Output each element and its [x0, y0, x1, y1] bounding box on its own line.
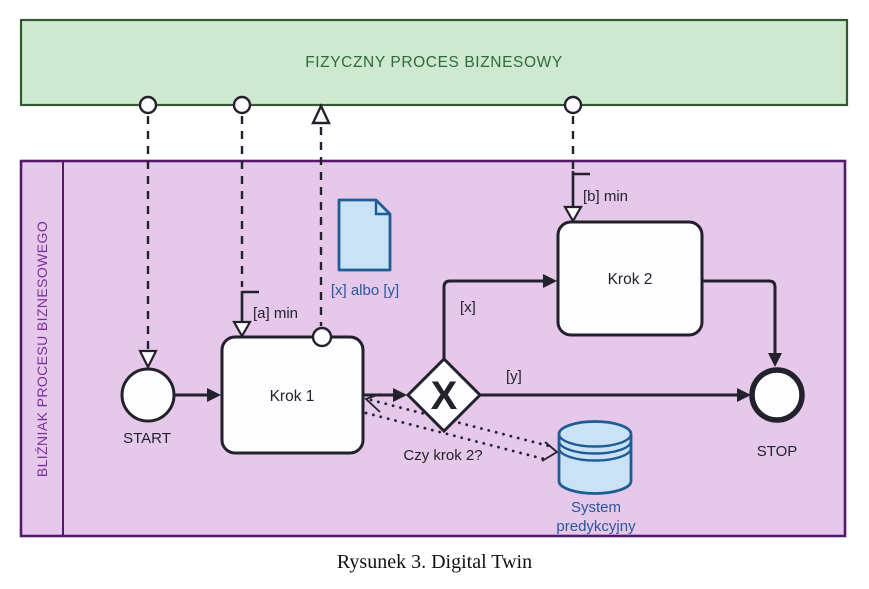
flow-krok1-gateway-arrowhead-icon	[393, 388, 407, 402]
physical-pool-title: FIZYCZNY PROCES BIZNESOWY	[305, 54, 563, 71]
physical-process-pool: FIZYCZNY PROCES BIZNESOWY	[19, 18, 849, 107]
gateway-diamond	[405, 356, 483, 434]
twin-pool-box	[19, 159, 847, 538]
flow-start-krok1-arrowhead-icon	[207, 388, 221, 402]
b-min-connector: [b] min	[563, 171, 628, 224]
task-krok1: Krok 1	[220, 326, 365, 455]
dotted-association	[364, 393, 559, 462]
association-open-arrow-right-icon	[541, 441, 559, 462]
x-branch-label: [x]	[460, 299, 476, 316]
datastore-label-line2: predykcyjny	[556, 518, 636, 535]
start-event-circle	[120, 367, 176, 423]
start-label: START	[123, 430, 171, 447]
database-top-arc-icon	[557, 433, 633, 448]
port-circle-3	[563, 95, 583, 115]
a-min-connector: [a] min	[232, 290, 298, 339]
port-triangle-icon	[311, 103, 331, 125]
figure-caption: Rysunek 3. Digital Twin	[336, 551, 533, 573]
pool-connection-ports	[138, 95, 583, 125]
flow-gateway-stop-arrowhead-icon	[737, 388, 751, 402]
document-label: [x] albo [y]	[331, 282, 399, 299]
a-min-arrowhead-icon	[232, 320, 252, 339]
y-branch-label: [y]	[506, 368, 522, 385]
association-open-arrow-left-icon	[364, 393, 381, 413]
twin-pool-title: BLIŹNIAK PROCESU BIZNESOWEGO	[34, 221, 50, 477]
task-krok2: Krok 2	[556, 220, 704, 337]
b-min-label: [b] min	[583, 188, 628, 205]
flow-gateway-krok2-arrowhead-icon	[543, 274, 557, 288]
task-krok2-label: Krok 2	[608, 271, 653, 288]
dashed-links	[146, 116, 575, 349]
task-krok1-label: Krok 1	[270, 388, 315, 405]
gateway-question-label: Czy krok 2?	[403, 447, 482, 464]
start-arrowhead-icon	[138, 349, 158, 370]
physical-pool-box	[19, 18, 849, 107]
twin-pool: BLIŹNIAK PROCESU BIZNESOWEGO	[19, 159, 847, 538]
document-artifact: [x] albo [y]	[331, 198, 399, 299]
port-circle-1	[138, 95, 158, 115]
stop-event-circle	[749, 367, 805, 423]
task-krok1-box	[220, 335, 365, 455]
dotted-line-upper	[369, 398, 551, 448]
flow-krok2-stop-arrowhead-icon	[768, 353, 782, 367]
port-circle-2	[232, 95, 252, 115]
stop-label: STOP	[757, 443, 798, 460]
gateway-x-symbol: X	[431, 374, 458, 418]
task-krok1-boundary-circle	[311, 326, 333, 348]
a-min-label: [a] min	[253, 305, 298, 322]
bpmn-diagram: FIZYCZNY PROCES BIZNESOWY BLIŹNIAK PROCE…	[19, 18, 849, 538]
database-icon	[557, 420, 633, 495]
database-arc3-icon	[557, 447, 633, 462]
document-fold-icon	[374, 200, 390, 216]
flow-krok2-stop	[702, 279, 777, 354]
stop-event: STOP	[749, 367, 805, 460]
b-min-arrowhead-icon	[563, 205, 583, 224]
document-icon	[337, 198, 392, 272]
data-store: System predykcyjny	[556, 420, 636, 535]
start-event: START	[120, 367, 176, 447]
task-krok2-box	[556, 220, 704, 337]
flow-gateway-krok2	[442, 279, 544, 359]
xor-gateway: X Czy krok 2?	[403, 356, 483, 464]
dotted-line-lower	[364, 411, 546, 461]
datastore-label-line1: System	[571, 499, 621, 516]
database-arc2-icon	[557, 440, 633, 455]
